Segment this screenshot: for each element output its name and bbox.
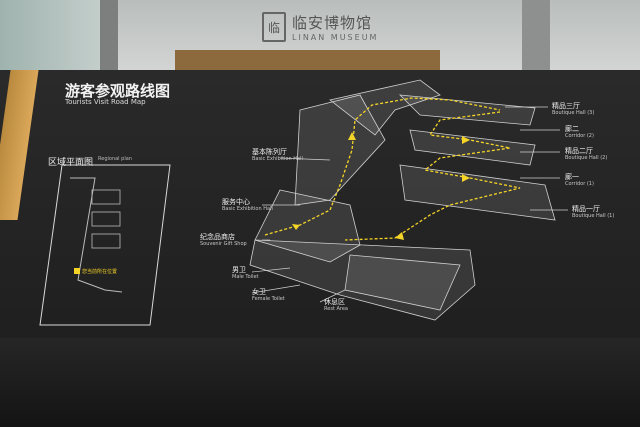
corridor-volume (294, 94, 386, 206)
route-arrows (292, 132, 470, 240)
museum-name-en: LINAN MUSEUM (292, 33, 379, 42)
label-boutique-hall-2-en: Boutique Hall (2) (565, 155, 608, 161)
label-rest-area-en: Rest Area (324, 306, 348, 312)
label-souvenir-shop-en: Souvenir Gift Shop (200, 241, 247, 247)
ground-floor-volume (249, 239, 476, 321)
label-female-toilet-en: Female Toilet (252, 296, 285, 302)
map-subtitle: Tourists Visit Road Map (65, 98, 146, 106)
glass-window (0, 0, 105, 70)
label-male-toilet-en: Male Toilet (232, 274, 259, 280)
label-male-toilet: 男卫 (232, 266, 246, 274)
building-volumes (249, 79, 556, 321)
map-title: 游客参观路线图 (65, 82, 171, 100)
boutique-hall-2-volume (409, 129, 536, 166)
seal-icon: 临 (262, 12, 286, 42)
you-are-here-label: 您当前所在位置 (82, 269, 118, 275)
route-arrow-icon (395, 232, 404, 240)
regional-room (91, 211, 121, 227)
route-arrow-icon (462, 174, 470, 182)
leader-lines (251, 106, 568, 303)
route-arrow-icon (462, 136, 470, 144)
regional-room (91, 233, 121, 249)
label-basic-exhibition-hall: 基本陈列厅 (252, 148, 287, 156)
regional-room (91, 189, 121, 205)
metal-pillar (100, 0, 118, 72)
label-female-toilet: 女卫 (252, 288, 266, 296)
label-boutique-hall-2: 精品二厅 (565, 147, 593, 155)
visit-route (264, 97, 501, 236)
regional-frame (39, 164, 171, 326)
label-boutique-hall-3-en: Boutique Hall (3) (552, 110, 595, 116)
label-corridor-2-en: Corridor (2) (565, 133, 594, 139)
label-corridor-1-en: Corridor (1) (565, 181, 594, 187)
upper-link (329, 79, 441, 136)
label-service-center-en: Basic Exhibition Hall (222, 206, 273, 212)
label-souvenir-shop: 纪念品商店 (200, 233, 235, 241)
metal-pillar-right (522, 0, 550, 72)
label-basic-exhibition-hall-en: Basic Exhibition Hall (252, 156, 303, 162)
label-service-center: 服务中心 (222, 198, 250, 206)
label-boutique-hall-3: 精品三厅 (552, 102, 580, 110)
museum-name-cn: 临安博物馆 (292, 14, 373, 32)
regional-plan-title: 区域平面图 (48, 158, 94, 168)
boutique-hall-1-volume (399, 164, 556, 221)
museum-logo: 临 临安博物馆 LINAN MUSEUM (262, 12, 378, 42)
route-arrow-icon (292, 224, 300, 230)
visit-route-return (344, 111, 521, 241)
label-corridor-2: 廊二 (565, 125, 579, 133)
rest-area-volume (344, 254, 461, 311)
label-corridor-1: 廊一 (565, 173, 579, 181)
regional-plan-subtitle: Regional plan (98, 156, 132, 162)
label-rest-area: 休息区 (324, 298, 345, 306)
regional-path (70, 177, 123, 293)
label-boutique-hall-1: 精品一厅 (572, 205, 600, 213)
route-arrow-icon (348, 132, 356, 140)
boutique-hall-3-volume (398, 94, 536, 126)
you-are-here-marker (74, 268, 80, 274)
board-edge (0, 338, 640, 427)
wood-panel (175, 50, 440, 72)
label-boutique-hall-1-en: Boutique Hall (1) (572, 213, 615, 219)
